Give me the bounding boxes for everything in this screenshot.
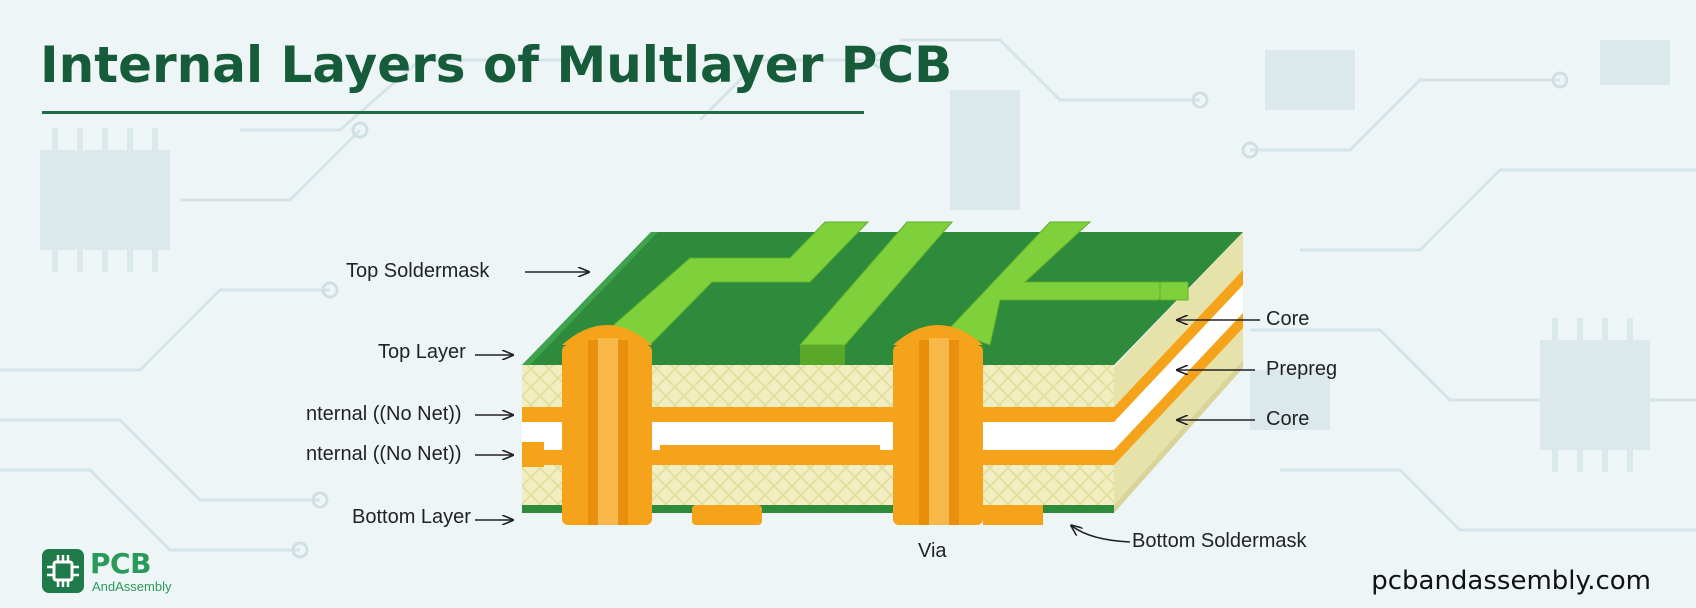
- internal-traces: [522, 407, 1114, 467]
- logo-text: PCB: [90, 547, 151, 580]
- label-arrows: [475, 272, 1260, 543]
- label-bottom-layer: Bottom Layer: [352, 506, 471, 528]
- via-right: [893, 325, 983, 525]
- logo-subtext: AndAssembly: [92, 579, 172, 594]
- label-prepreg: Prepreg: [1266, 358, 1338, 380]
- page-title: Internal Layers of Multlayer PCB: [40, 36, 953, 94]
- label-internal-2: nternal ((No Net)): [306, 443, 462, 465]
- title-underline: [42, 111, 864, 114]
- website-url: pcbandassembly.com: [1371, 566, 1651, 596]
- label-internal-1: nternal ((No Net)): [306, 403, 462, 425]
- chip-icon: [42, 549, 84, 593]
- label-via: Via: [918, 540, 947, 562]
- label-top-soldermask: Top Soldermask: [346, 260, 490, 282]
- bottom-pads: [692, 505, 1043, 525]
- label-bottom-soldermask: Bottom Soldermask: [1132, 530, 1307, 552]
- label-core-top: Core: [1266, 308, 1310, 330]
- label-core-bottom: Core: [1266, 408, 1310, 430]
- label-top-layer: Top Layer: [378, 341, 466, 363]
- via-left: [562, 325, 652, 525]
- brand-logo: PCB AndAssembly: [42, 547, 222, 599]
